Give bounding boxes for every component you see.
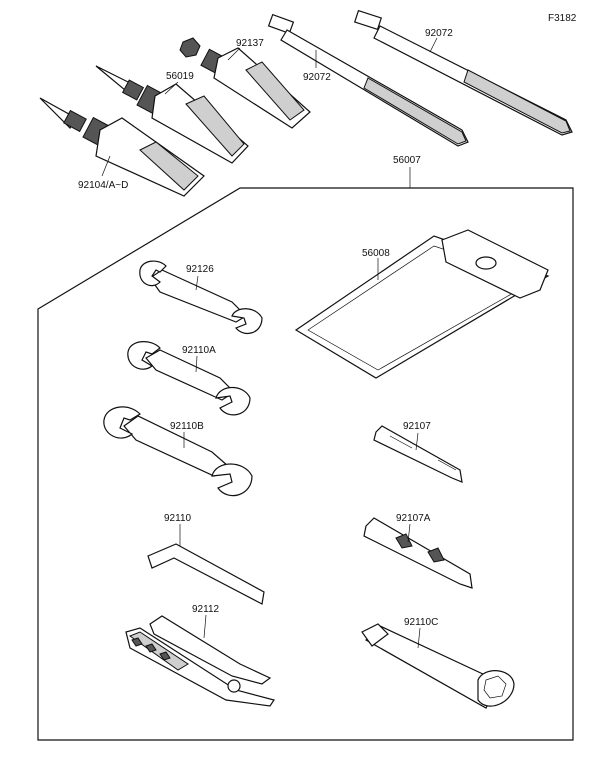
- part-label-92110A: 92110A: [182, 345, 216, 356]
- spark-plug-wrench-92110C: [361, 623, 515, 709]
- leader-92126: [195, 275, 199, 291]
- pliers-92112: [125, 615, 275, 707]
- part-label-56007: 56007: [393, 155, 421, 166]
- leader-92112: [203, 614, 207, 639]
- part-label-92072-left: 92072: [303, 72, 331, 83]
- part-label-92107: 92107: [403, 421, 431, 432]
- leader-92104: [101, 155, 111, 177]
- leader-92107: [415, 432, 419, 451]
- part-label-92126: 92126: [186, 264, 214, 275]
- cable-tie-92072-right: [353, 9, 573, 136]
- part-label-92107A: 92107A: [396, 513, 431, 524]
- leader-92137: [227, 47, 241, 61]
- figure-id-label: F3182: [548, 13, 577, 24]
- cable-tie-92072-left: [267, 13, 469, 147]
- wrench-92110B: [103, 406, 253, 497]
- part-label-92137: 92137: [236, 38, 264, 49]
- tube-92137: [179, 37, 311, 129]
- part-label-92104: 92104/A~D: [78, 180, 128, 191]
- part-label-92110B: 92110B: [170, 421, 204, 432]
- part-label-92110: 92110: [164, 513, 192, 524]
- toolkit-56007-outline: [37, 187, 574, 741]
- tube-56019: [95, 65, 249, 164]
- tool-pouch-56008: [294, 229, 550, 379]
- screwdriver-bit-92107: [373, 425, 463, 483]
- leader-56019: [164, 81, 179, 95]
- leader-92110C: [417, 627, 421, 649]
- leader-92110A: [195, 355, 198, 373]
- part-label-56008: 56008: [362, 248, 390, 259]
- leader-92107A: [407, 523, 411, 543]
- leader-92072-right: [429, 37, 438, 53]
- part-label-92112: 92112: [192, 604, 220, 615]
- wrench-92110A: [127, 341, 251, 416]
- part-label-56019: 56019: [166, 71, 194, 82]
- part-label-92110C: 92110C: [404, 617, 438, 628]
- wrench-92126: [139, 260, 263, 335]
- tube-92104: [39, 97, 205, 197]
- part-label-92072-right: 92072: [425, 28, 453, 39]
- hex-key-92110: [147, 543, 265, 605]
- screwdriver-92107A: [363, 517, 473, 589]
